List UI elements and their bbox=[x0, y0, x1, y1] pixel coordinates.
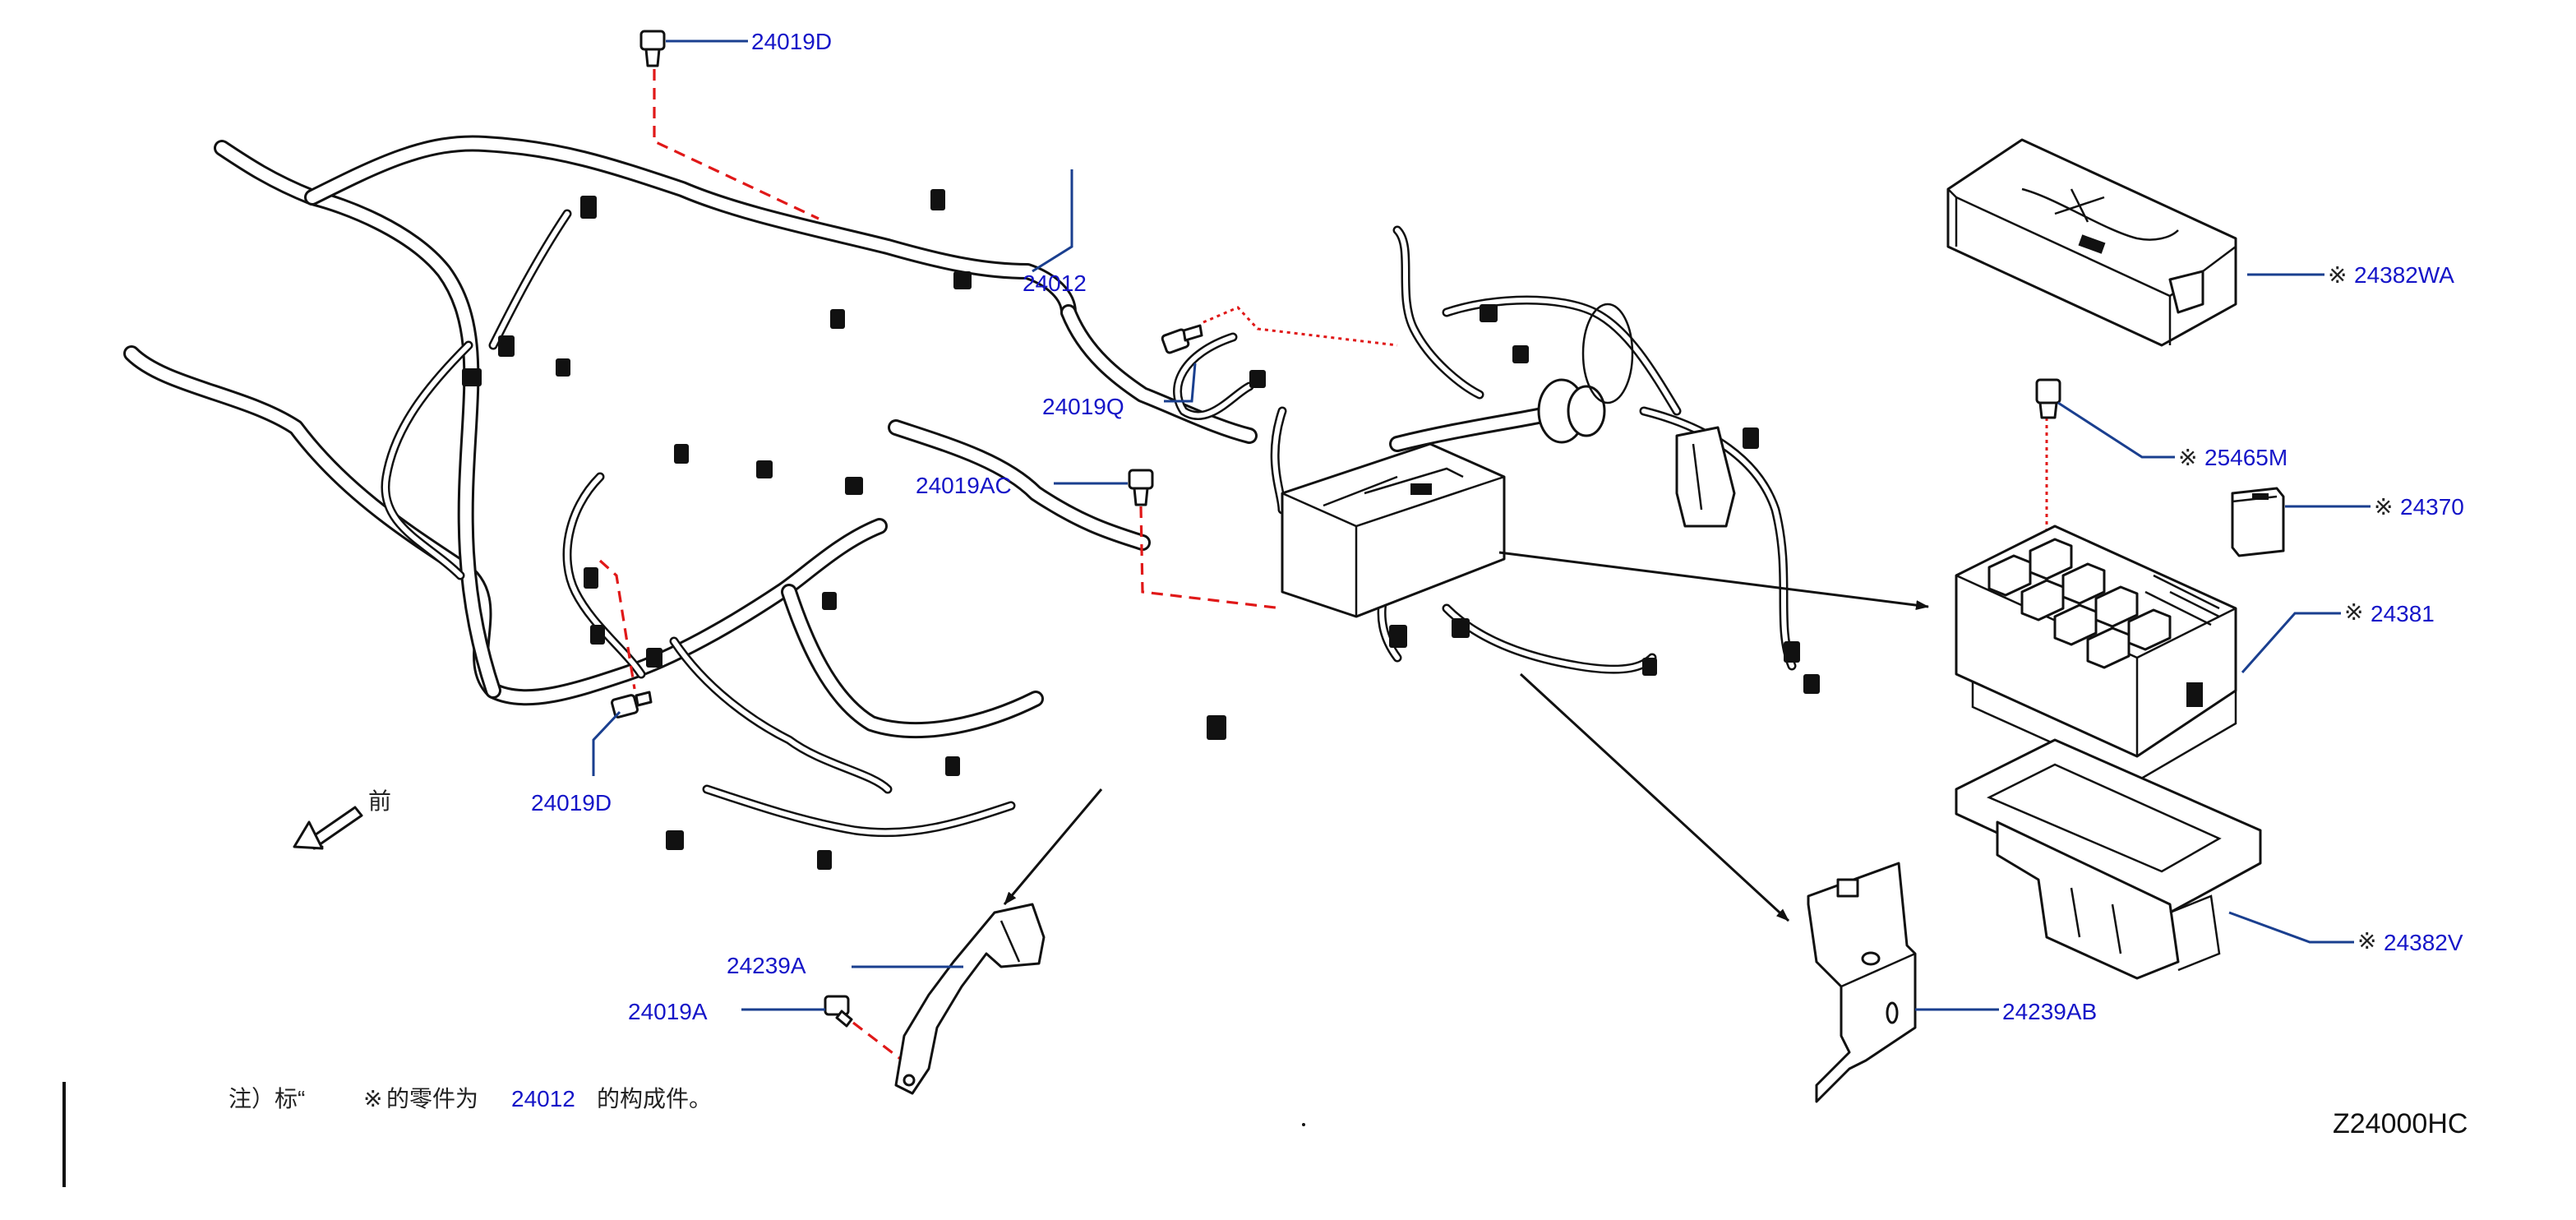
callout-24239AB[interactable]: 24239AB bbox=[2002, 999, 2097, 1024]
bracket-24239A bbox=[894, 903, 1046, 1095]
bracket-24239AB bbox=[1807, 862, 1917, 1103]
front-label: 前 bbox=[368, 788, 391, 814]
fuse-25465M bbox=[2035, 378, 2061, 419]
asterisk-mark: ※ bbox=[2328, 262, 2347, 288]
bolt-24019AC bbox=[1128, 469, 1154, 506]
upper-cover-24382WA bbox=[1946, 138, 2237, 347]
bolt-24019D-top bbox=[639, 30, 666, 67]
diagram-code: Z24000HC bbox=[2333, 1108, 2468, 1139]
margin-bar bbox=[62, 1082, 66, 1187]
note-prefix: 注）标“ bbox=[229, 1086, 305, 1111]
callout-24019D-top[interactable]: 24019D bbox=[751, 29, 832, 54]
lower-case-24382V bbox=[1955, 738, 2262, 980]
note-middle: 的零件为 bbox=[386, 1086, 478, 1111]
callout-24370[interactable]: 24370 bbox=[2400, 494, 2464, 520]
asterisk-mark: ※ bbox=[2357, 928, 2376, 954]
note-part-ref[interactable]: 24012 bbox=[511, 1086, 575, 1111]
harness-fuse-box bbox=[1281, 442, 1506, 618]
callout-24019A[interactable]: 24019A bbox=[628, 999, 708, 1024]
fastening-links bbox=[598, 69, 2048, 1062]
relay-24370 bbox=[2231, 487, 2285, 557]
callout-24019Q[interactable]: 24019Q bbox=[1042, 394, 1124, 419]
callout-24012[interactable]: 24012 bbox=[1023, 270, 1087, 296]
main-harness bbox=[123, 135, 1570, 739]
front-arrow-icon bbox=[293, 806, 363, 850]
connectors bbox=[462, 189, 1820, 870]
callout-25465M[interactable]: 25465M bbox=[2204, 445, 2287, 470]
callout-24382V[interactable]: 24382V bbox=[2384, 930, 2463, 955]
callout-24381[interactable]: 24381 bbox=[2371, 601, 2435, 626]
stray-mark bbox=[1302, 1123, 1305, 1126]
callout-24019AC[interactable]: 24019AC bbox=[916, 473, 1012, 498]
note: 注）标“ ※ 的零件为 24012 的构成件。 bbox=[229, 1086, 712, 1111]
callout-24382WA[interactable]: 24382WA bbox=[2354, 262, 2454, 288]
asterisk-mark: ※ bbox=[2344, 599, 2363, 625]
bolt-24019Q bbox=[1161, 324, 1203, 354]
bolt-24019A bbox=[824, 995, 853, 1028]
leader-lines bbox=[592, 39, 2371, 1011]
callout-24239A[interactable]: 24239A bbox=[727, 953, 806, 978]
grommet bbox=[1537, 303, 1634, 444]
detail-arrows bbox=[1003, 551, 1929, 922]
fuse-relay-block-24381 bbox=[1955, 525, 2237, 783]
callout-24019D-left[interactable]: 24019D bbox=[531, 790, 612, 816]
note-suffix: 的构成件。 bbox=[597, 1086, 712, 1111]
relay-grid bbox=[1987, 538, 2220, 669]
asterisk-mark: ※ bbox=[2374, 494, 2393, 520]
harness-bracket bbox=[1675, 426, 1736, 528]
asterisk-mark: ※ bbox=[2178, 445, 2197, 470]
note-mark: ※ bbox=[363, 1086, 382, 1111]
